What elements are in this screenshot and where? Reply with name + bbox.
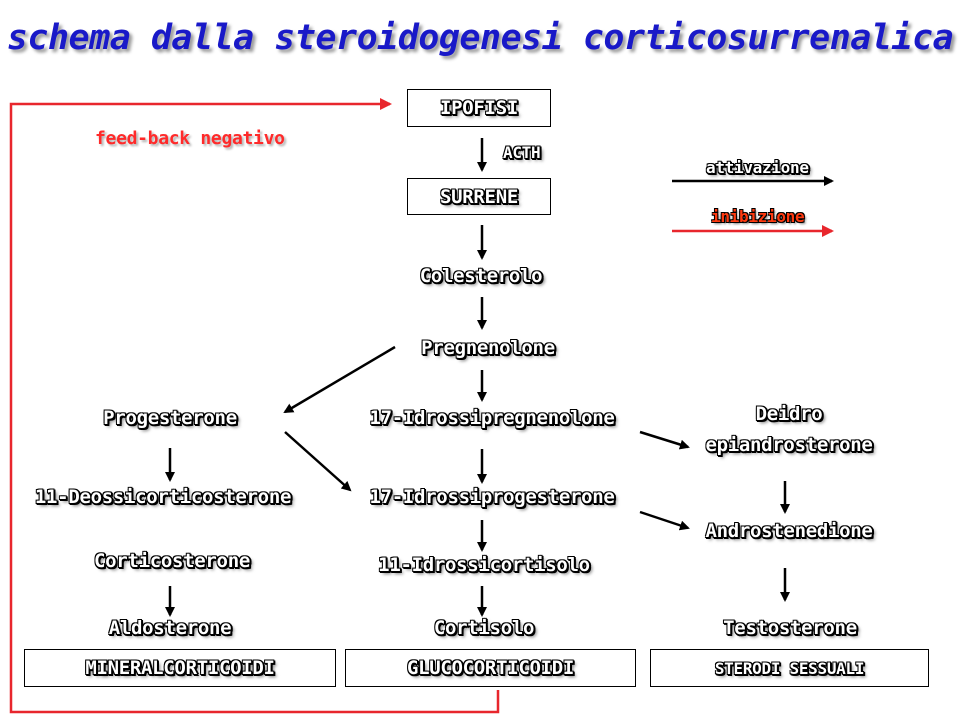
- node-corticosterone: Corticosterone: [94, 550, 250, 572]
- legend-activation-label: attivazione: [706, 158, 809, 177]
- node-androstenedione: Androstenedione: [705, 520, 873, 542]
- feedback-label: feed-back negativo: [95, 128, 285, 149]
- gluco-label: GLUCOCORTICOIDI: [406, 657, 575, 679]
- node-cortisolo: Cortisolo: [433, 617, 535, 639]
- node-progesterone: Progesterone: [103, 407, 237, 429]
- arrow-progesterone-idrossiprogesterone: [284, 431, 352, 492]
- ipofisi-label: IPOFISI: [440, 97, 518, 119]
- arrow-pregnenolone-progesterone: [283, 345, 396, 414]
- page-title: schema dalla steroidogenesi corticosurre…: [6, 18, 954, 58]
- legend-inhibition-label: inibizione: [711, 207, 805, 226]
- node-aldosterone: Aldosterone: [108, 617, 232, 639]
- node-idrossicortisolo: 11-Idrossicortisolo: [378, 554, 590, 576]
- mineral-box: MINERALCORTICOIDI: [24, 649, 336, 687]
- node-deossicorticosterone: 11-Deossicorticosterone: [34, 486, 292, 508]
- node-deidro-line1: Deidro: [755, 403, 823, 425]
- feedback-arrow: [9, 98, 500, 714]
- arrow-idrossipregnenolone-deidro: [639, 430, 690, 450]
- ipofisi-box: IPOFISI: [407, 89, 551, 127]
- arrow-idrossiprogesterone-androstenedione: [639, 510, 690, 531]
- surrene-label: SURRENE: [440, 185, 518, 208]
- sex-box: STERODI SESSUALI: [650, 649, 929, 687]
- mineral-label: MINERALCORTICOIDI: [85, 657, 275, 679]
- sex-label: STERODI SESSUALI: [714, 658, 865, 678]
- node-colesterolo: Colesterolo: [419, 265, 543, 287]
- node-pregnenolone: Pregnenolone: [421, 337, 555, 359]
- node-idrossiprogesterone: 17-Idrossiprogesterone: [369, 486, 615, 508]
- node-testosterone: Testosterone: [723, 617, 857, 639]
- acth-label: ACTH: [503, 143, 541, 162]
- node-deidro-line2: epiandrosterone: [705, 434, 873, 456]
- gluco-box: GLUCOCORTICOIDI: [345, 649, 636, 687]
- surrene-box: SURRENE: [407, 178, 551, 215]
- node-idrossipregnenolone: 17-Idrossipregnenolone: [369, 407, 615, 429]
